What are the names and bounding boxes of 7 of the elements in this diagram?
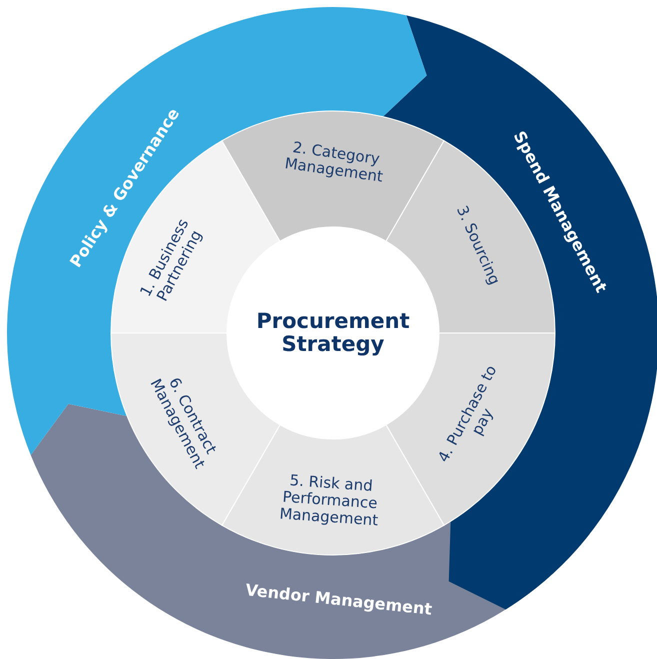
segment-label: 2. Category Management: [282, 137, 386, 188]
process-segment: [222, 110, 444, 242]
segment-label: 5. Risk and Performance Management: [278, 470, 380, 530]
process-segment: [386, 332, 556, 526]
process-segment: [110, 332, 280, 526]
arrow-label: Vendor Management: [244, 581, 432, 619]
center-title: Procurement Strategy: [255, 310, 411, 357]
